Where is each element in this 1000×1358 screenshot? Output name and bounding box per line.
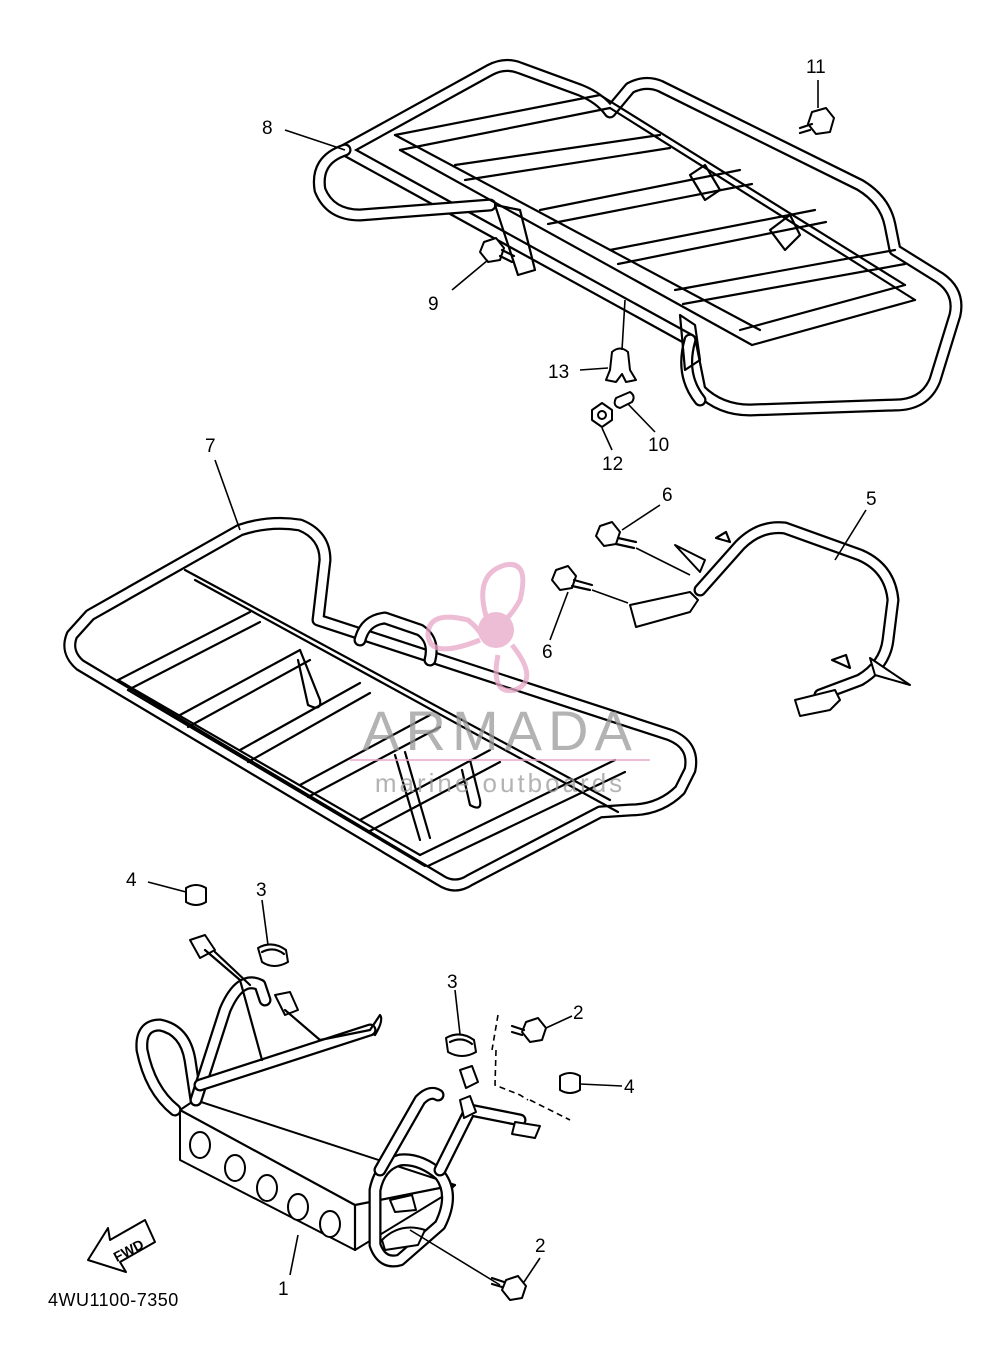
fwd-arrow-icon: FWD	[87, 1219, 156, 1273]
propeller-logo-icon	[425, 561, 530, 694]
callout-4-left: 4	[126, 870, 137, 891]
bolt-2-upper	[510, 1017, 547, 1043]
front-bumper-guard	[135, 934, 541, 1268]
callout-2-upper: 2	[573, 1003, 584, 1024]
bolt-9	[479, 237, 516, 264]
callout-labels: 8 11 9 13 10 12 7 5 6 6 4 3 3 2 4 2 1	[126, 57, 877, 1300]
callout-5: 5	[866, 489, 877, 510]
callout-9: 9	[428, 294, 439, 315]
nut-12	[591, 402, 613, 428]
grommet-3-left	[257, 943, 289, 967]
bolt-2-lower	[490, 1275, 527, 1301]
watermark-tagline: marine outboards	[375, 768, 625, 798]
callout-10: 10	[648, 435, 669, 456]
leader-lines	[147, 80, 867, 1286]
callout-2-lower: 2	[535, 1236, 546, 1257]
cap-4-alignment-line	[529, 1099, 571, 1121]
callout-1: 1	[278, 1279, 289, 1300]
callout-8: 8	[262, 118, 273, 139]
bolt-6-alignment-lines	[591, 547, 691, 604]
callout-12: 12	[602, 454, 623, 475]
front-stay	[629, 521, 911, 717]
cap-4-left	[185, 884, 207, 906]
rear-carrier	[312, 58, 963, 417]
callout-6-lower: 6	[542, 642, 553, 663]
callout-4-right: 4	[624, 1077, 635, 1098]
part-code: 4WU1100-7350	[48, 1290, 179, 1310]
bolt-2-alignment-line	[491, 1014, 529, 1101]
bolt-6-lower	[551, 565, 594, 592]
watermark: ARMADA marine outboards	[350, 561, 650, 798]
callout-11: 11	[806, 57, 826, 78]
callout-3-left: 3	[256, 880, 267, 901]
grommet-3-right	[445, 1033, 477, 1057]
bolt-6-upper	[595, 521, 638, 550]
bolt-11	[798, 107, 835, 135]
callout-3-right: 3	[447, 972, 458, 993]
cap-4-right	[559, 1072, 581, 1094]
callout-7: 7	[205, 436, 216, 457]
callout-13: 13	[548, 362, 569, 383]
clip-13	[605, 347, 637, 383]
collar-10	[613, 391, 635, 409]
callout-6-upper: 6	[662, 485, 673, 506]
watermark-brand: ARMADA	[362, 699, 638, 762]
front-carrier	[63, 516, 698, 892]
